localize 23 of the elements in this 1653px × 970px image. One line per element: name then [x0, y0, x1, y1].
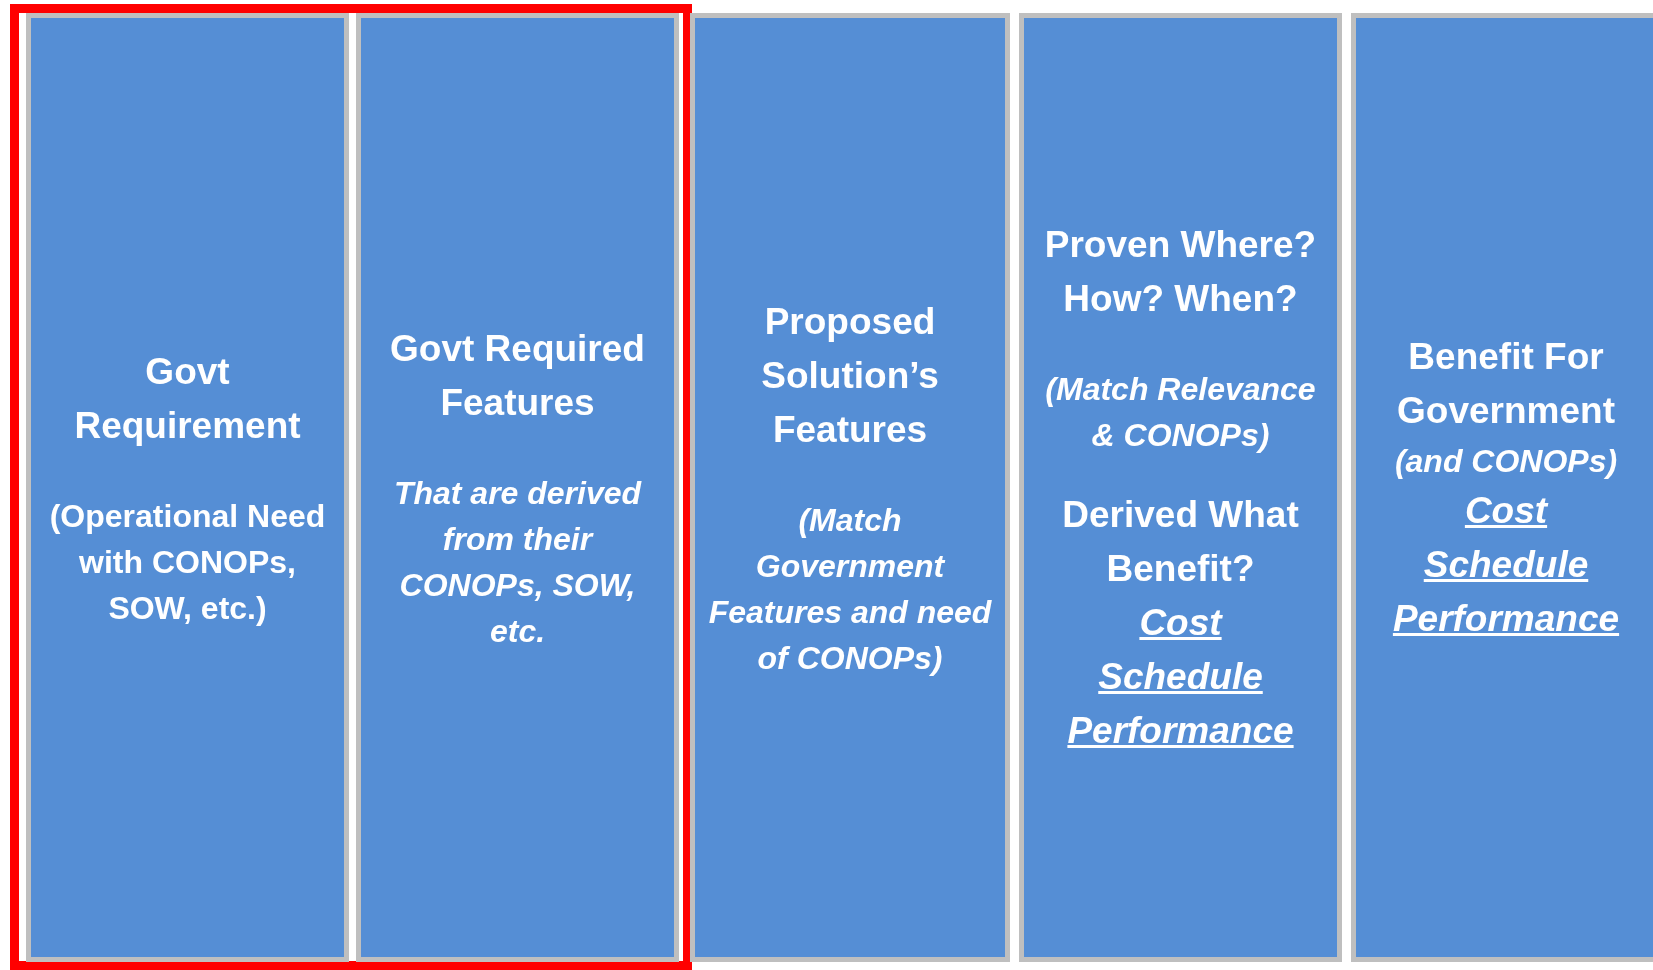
- underlined-text: Cost: [1139, 600, 1222, 645]
- description-text: (Operational Need with CONOPs, SOW, etc.): [48, 496, 327, 628]
- heading-text: Proposed Solution’s Features: [760, 299, 940, 452]
- underlined-text: Schedule: [1098, 654, 1263, 699]
- underlined-text: Schedule: [1423, 542, 1589, 587]
- underlined-text: Performance: [1392, 596, 1620, 641]
- column-panel: [26, 13, 349, 962]
- description-text: That are derived from their CONOPs, SOW, etc.: [392, 473, 643, 651]
- description-text: (and CONOPs): [1394, 441, 1618, 481]
- column-panel: [1019, 13, 1342, 962]
- heading-text: Govt Requirement: [73, 349, 302, 448]
- heading-text: Proven Where? How? When?: [1043, 222, 1318, 321]
- underlined-text: Performance: [1067, 708, 1294, 753]
- description-text: (Match Relevance & CONOPs): [1044, 369, 1317, 455]
- heading-text: Derived What Benefit?: [1061, 492, 1300, 591]
- heading-text: Govt Required Features: [389, 326, 646, 425]
- description-text: (Match Government Features and need of CONOPs): [707, 500, 993, 678]
- column-panel: [356, 13, 679, 962]
- heading-text: Benefit For Government: [1396, 334, 1616, 433]
- column-panel: [1351, 13, 1653, 962]
- underlined-text: Cost: [1464, 488, 1548, 533]
- column-panel: [690, 13, 1010, 962]
- highlight-frame: [10, 4, 692, 970]
